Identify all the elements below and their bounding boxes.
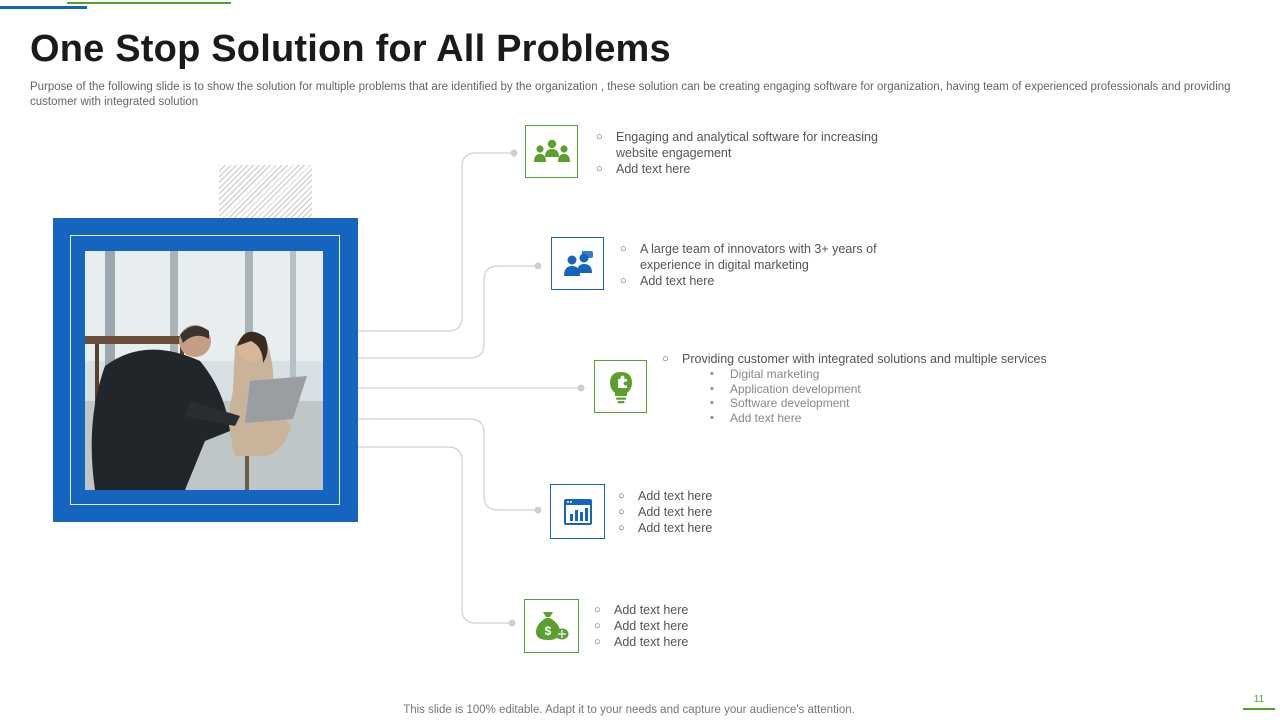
page-number: 11 [1253,694,1265,705]
item-3-icon-box [594,360,647,413]
connector-dot-3 [577,384,585,392]
top-accent-bar-green [67,2,231,4]
item-3-sublist: •Digital marketing •Application developm… [710,367,1102,425]
dot-bullet-icon: • [710,411,714,424]
connector-dot-5 [508,619,516,627]
item-4-icon-box [550,484,605,539]
connector-dot-1 [510,149,518,157]
circle-bullet-icon: ○ [596,131,603,143]
circle-bullet-icon: ○ [662,353,669,365]
hatch-pattern-decoration [219,165,312,218]
connector-1 [358,152,514,332]
dot-bullet-icon: • [710,368,714,380]
item-4-line-1: ○Add text here [618,489,713,503]
idea-puzzle-icon [609,371,632,403]
photo-frame-inner-border [70,235,340,505]
team-icon [533,139,570,162]
item-4-line-2: ○Add text here [618,505,713,519]
circle-bullet-icon: ○ [618,506,625,518]
item-5-line-3: ○Add text here [594,635,689,649]
svg-text:$: $ [544,624,551,638]
item-5-text: ○Add text here ○Add text here ○Add text … [594,602,794,650]
sublist-item: •Add text here [710,410,802,425]
item-2-text: ○A large team of innovators with 3+ year… [620,241,900,289]
money-bag-icon: $ [535,612,568,640]
sublist-item: •Application development [710,381,861,396]
item-2-line-2: ○Add text here [620,274,715,288]
dot-bullet-icon: • [710,397,714,409]
item-5-line-2: ○Add text here [594,619,689,633]
page-number-underline [1243,708,1275,710]
connector-dot-4 [534,506,542,514]
item-5-icon-box: $ [524,599,579,653]
circle-bullet-icon: ○ [620,243,627,255]
item-2-icon-box [551,237,604,290]
page-title: One Stop Solution for All Problems [30,28,671,70]
item-1-text: ○Engaging and analytical software for in… [596,129,896,177]
dot-bullet-icon: • [710,382,714,395]
circle-bullet-icon: ○ [594,620,601,632]
meeting-photo [85,251,323,490]
item-4-text: ○Add text here ○Add text here ○Add text … [618,488,818,536]
sublist-item: •Software development [710,396,850,410]
item-5-line-1: ○Add text here [594,603,689,617]
circle-bullet-icon: ○ [596,163,603,175]
circle-bullet-icon: ○ [618,490,625,502]
analytics-dashboard-icon [563,498,592,525]
item-1-icon-box [525,125,578,178]
discussion-icon [563,250,593,276]
circle-bullet-icon: ○ [620,275,627,287]
connector-4 [358,418,538,511]
item-3-line-1: ○Providing customer with integrated solu… [662,352,1047,366]
circle-bullet-icon: ○ [594,636,601,648]
item-1-line-2: ○Add text here [596,162,691,176]
item-3-text: ○Providing customer with integrated solu… [662,351,1102,425]
item-2-line-1: ○A large team of innovators with 3+ year… [620,242,877,272]
item-4-line-3: ○Add text here [618,521,713,535]
page-subtitle: Purpose of the following slide is to sho… [30,81,1231,108]
item-1-line-1: ○Engaging and analytical software for in… [596,130,878,160]
connector-dot-2 [534,262,542,270]
circle-bullet-icon: ○ [618,522,625,534]
circle-bullet-icon: ○ [594,604,601,616]
footer-note: This slide is 100% editable. Adapt it to… [403,704,855,716]
sublist-item: •Digital marketing [710,367,820,381]
connector-2 [358,265,538,359]
top-accent-bar-blue [0,6,87,9]
connector-5 [358,446,512,624]
